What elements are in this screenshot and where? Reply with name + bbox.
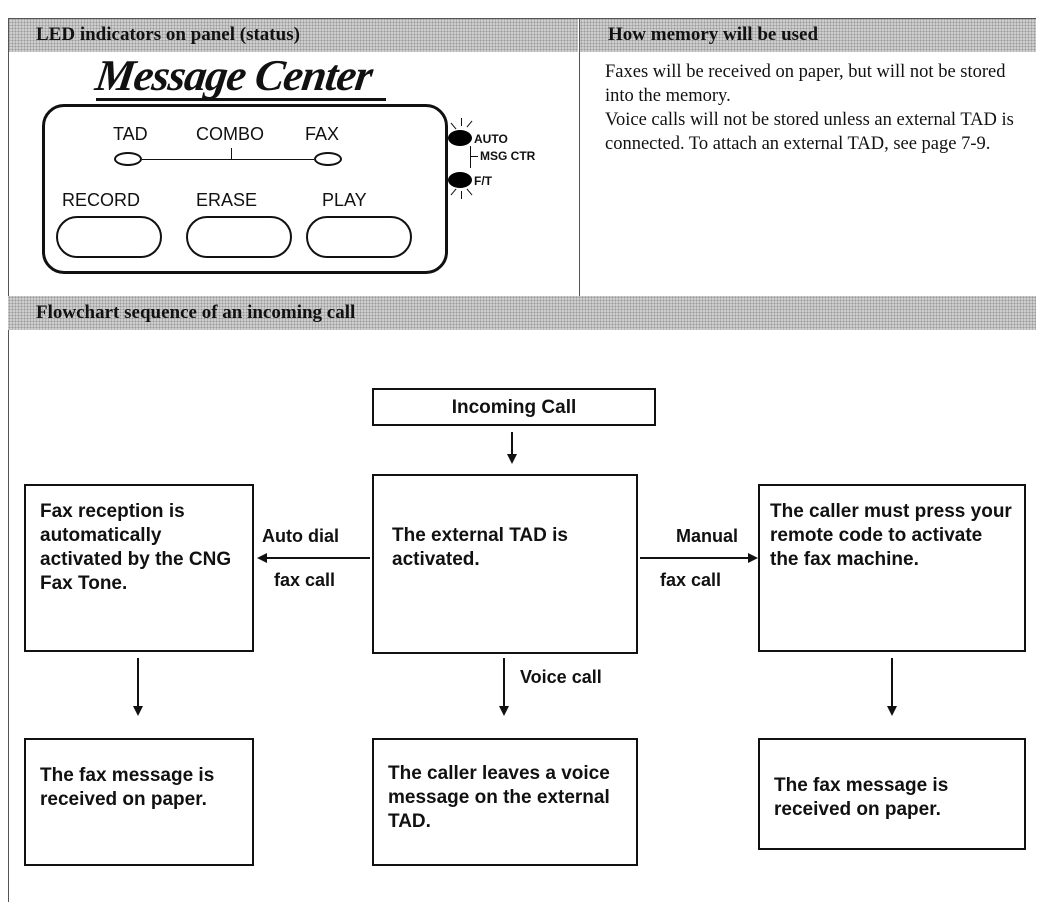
incoming-connector [511, 432, 513, 454]
fax-label: FAX [305, 124, 340, 144]
auto-dial-label: Auto dial [262, 526, 339, 546]
auto-dial-fax-call-label: fax call [274, 570, 336, 590]
auto-dial-connector [266, 557, 370, 559]
flowchart-section-title: Flowchart sequence of an incoming call [36, 302, 356, 323]
manual-connector [640, 557, 748, 559]
left-border [8, 18, 9, 902]
play-button [306, 216, 412, 258]
led-section-title: LED indicators on panel (status) [36, 24, 300, 45]
right-down-arrow [887, 706, 897, 716]
panel-outline [42, 104, 448, 274]
left-down-connector [137, 658, 139, 706]
incoming-call-box: Incoming Call [372, 388, 656, 426]
combo-tick [231, 148, 232, 159]
record-label: RECORD [62, 190, 141, 210]
auto-led [448, 130, 472, 146]
fax-led [314, 152, 342, 166]
voice-call-label: Voice call [520, 667, 602, 687]
memory-section-header: How memory will be used [580, 18, 1036, 52]
left-step-box: Fax reception is automatically activated… [24, 484, 254, 652]
erase-button [186, 216, 292, 258]
auto-led-ray [461, 118, 462, 126]
column-divider [579, 18, 580, 296]
bottom-left-box: The fax message is received on paper. [24, 738, 254, 866]
incoming-arrow [507, 454, 517, 464]
manual-arrow [748, 553, 758, 563]
ft-led [448, 172, 472, 188]
top-border [8, 18, 1036, 19]
logo-underline [96, 98, 386, 101]
ft-label: F/T [474, 174, 492, 188]
center-down-connector [503, 658, 505, 706]
auto-label: AUTO [474, 132, 508, 146]
memory-description: Faxes will be received on paper, but wil… [605, 60, 1033, 156]
message-center-logo: Message Center [92, 51, 376, 100]
center-down-arrow [499, 706, 509, 716]
record-button [56, 216, 162, 258]
bottom-center-box: The caller leaves a voice message on the… [372, 738, 638, 866]
auto-led-ray [450, 122, 457, 130]
ft-led-ray [450, 188, 457, 196]
memory-text-voice: Voice calls will not be stored unless an… [605, 110, 1014, 154]
ft-led-ray [466, 188, 473, 196]
left-down-arrow [133, 706, 143, 716]
erase-label: ERASE [196, 190, 258, 210]
manual-label: Manual [676, 526, 739, 546]
right-down-connector [891, 658, 893, 706]
auto-led-ray [466, 120, 473, 128]
tad-led [114, 152, 142, 166]
ft-led-ray [461, 191, 462, 199]
msg-ctr-label: MSG CTR [480, 149, 536, 163]
tad-label: TAD [113, 124, 148, 144]
led-connector [142, 159, 314, 160]
center-step-box: The external TAD is activated. [372, 474, 638, 654]
flowchart-section-header: Flowchart sequence of an incoming call [8, 296, 1036, 330]
led-section-header: LED indicators on panel (status) [8, 18, 578, 52]
auto-dial-arrow [257, 553, 267, 563]
manual-fax-call-label: fax call [660, 570, 722, 590]
memory-section-title: How memory will be used [608, 24, 819, 45]
play-label: PLAY [322, 190, 367, 210]
bottom-right-box: The fax message is received on paper. [758, 738, 1026, 850]
mode-connector-tick [470, 156, 478, 157]
mode-connector [470, 146, 471, 168]
memory-text-fax: Faxes will be received on paper, but wil… [605, 62, 1006, 106]
right-step-box: The caller must press your remote code t… [758, 484, 1026, 652]
combo-label: COMBO [196, 124, 265, 144]
